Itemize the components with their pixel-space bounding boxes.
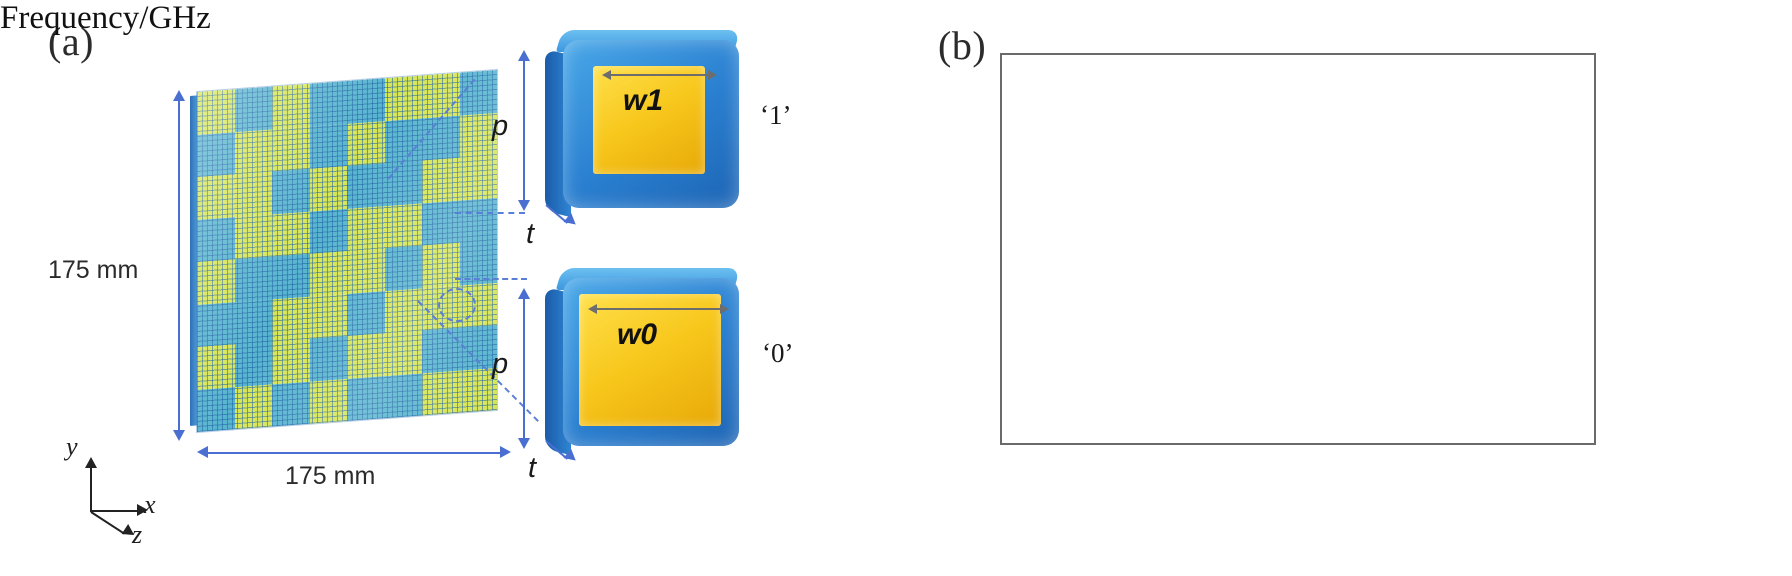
- unit-cell-marker-circle: [438, 288, 476, 322]
- metasurface-array: [190, 69, 500, 433]
- cell0-period-arrow-top: [518, 288, 530, 299]
- cell1-thickness-label: t: [526, 218, 535, 250]
- panel-a-label: (a): [48, 19, 94, 64]
- width-arrow-right: [500, 446, 511, 458]
- slab-face: [197, 69, 497, 433]
- cell0-period-line: [523, 298, 525, 438]
- cell1-metal-patch: [593, 66, 705, 174]
- plot-frame: [1000, 53, 1596, 445]
- cell1-period-label: p: [492, 110, 509, 142]
- axis-y-line: [90, 466, 92, 512]
- x-axis-title: Frequency/GHz: [0, 0, 211, 36]
- width-dimension-label: 175 mm: [285, 462, 376, 490]
- height-dimension-line: [178, 100, 180, 430]
- cell1-bit-label: ‘1’: [760, 100, 792, 130]
- slab-gloss: [197, 69, 497, 433]
- cell0-width-dimension-line: [597, 308, 721, 310]
- cell1-width-arrow-left: [602, 70, 611, 80]
- axis-z-line: [90, 511, 126, 535]
- cell1-front-face: [563, 40, 739, 208]
- height-arrow-bottom: [173, 430, 185, 441]
- phase-amplitude-chart: [1000, 53, 1596, 445]
- axis-label-y: y: [66, 432, 78, 461]
- panel-a-metasurface: (a) 175 mm 175 mm: [0, 0, 830, 576]
- cell1-period-line: [523, 60, 525, 200]
- width-dimension-line: [208, 452, 502, 454]
- cell1-period-arrow-bottom: [518, 200, 530, 211]
- curves-layer: [1000, 53, 1596, 445]
- height-arrow-top: [173, 90, 185, 101]
- coordinate-axes-triad: y x z: [60, 432, 180, 549]
- axis-label-x: x: [144, 490, 156, 519]
- width-arrow-left: [197, 446, 208, 458]
- axis-y-arrow: [85, 457, 97, 468]
- cell0-bit-label: ‘0’: [762, 338, 794, 368]
- cell0-width-arrow-right: [720, 304, 729, 314]
- height-dimension-label: 175 mm: [48, 256, 139, 284]
- cell1-patch-width-label: w1: [623, 84, 664, 117]
- unit-cell-1: w1: [545, 30, 741, 218]
- cell0-patch-width-label: w0: [617, 318, 658, 351]
- unit-cell-0: w0: [545, 268, 741, 456]
- cell1-width-arrow-right: [708, 70, 717, 80]
- panel-b-label: (b): [938, 23, 987, 68]
- axis-x-arrow: [137, 504, 148, 516]
- leader-line-cell1-lower: [455, 212, 525, 214]
- cell1-period-arrow-top: [518, 50, 530, 61]
- cell0-width-arrow-left: [588, 304, 597, 314]
- cell1-width-dimension-line: [611, 74, 709, 76]
- axis-label-z: z: [132, 520, 143, 549]
- cell0-thickness-label: t: [528, 452, 537, 484]
- cell0-period-label: p: [492, 348, 509, 380]
- cell0-period-arrow-bottom: [518, 438, 530, 449]
- cell0-metal-patch: [579, 294, 721, 426]
- leader-line-cell0-upper: [455, 278, 527, 280]
- axis-x-line: [91, 510, 139, 512]
